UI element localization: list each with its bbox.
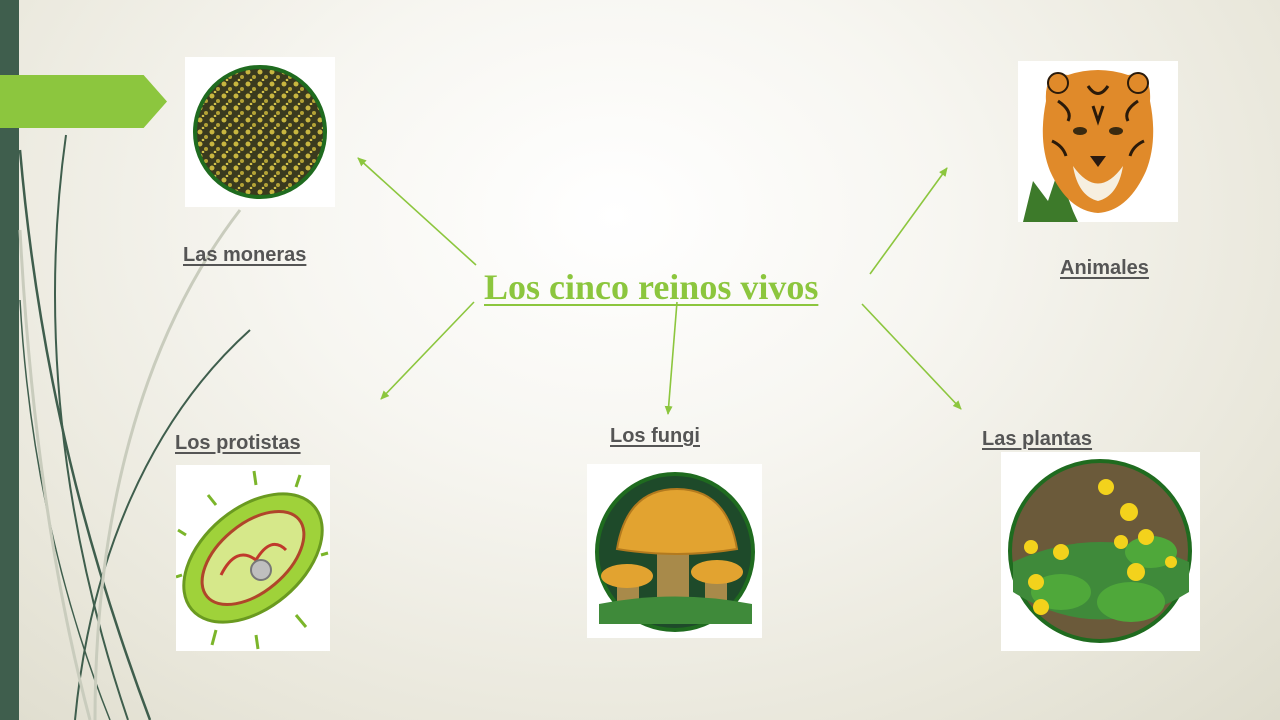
label-plantas[interactable]: Las plantas (982, 428, 1093, 450)
yellow-flowers-icon (1001, 452, 1200, 651)
protist-cell-icon (176, 465, 330, 651)
label-fungi[interactable]: Los fungi (610, 425, 700, 447)
tiger-icon (1018, 61, 1178, 222)
connector-arrows (357, 157, 962, 415)
mushroom-icon (587, 464, 762, 638)
side-bar (0, 0, 19, 720)
decorative-curves (18, 134, 251, 720)
arrow-to-plantas (861, 303, 962, 410)
arrow-tab (0, 75, 167, 128)
bacteria-colony-icon (185, 57, 335, 207)
label-animales[interactable]: Animales (1060, 257, 1149, 279)
label-moneras[interactable]: Las moneras (183, 244, 307, 266)
arrow-to-fungi (664, 301, 678, 415)
arrow-to-protistas (380, 301, 475, 400)
label-protistas[interactable]: Los protistas (175, 432, 301, 454)
arrow-to-animales (869, 167, 948, 275)
arrow-to-moneras (357, 157, 477, 266)
slide-title[interactable]: Los cinco reinos vivos (484, 267, 819, 307)
